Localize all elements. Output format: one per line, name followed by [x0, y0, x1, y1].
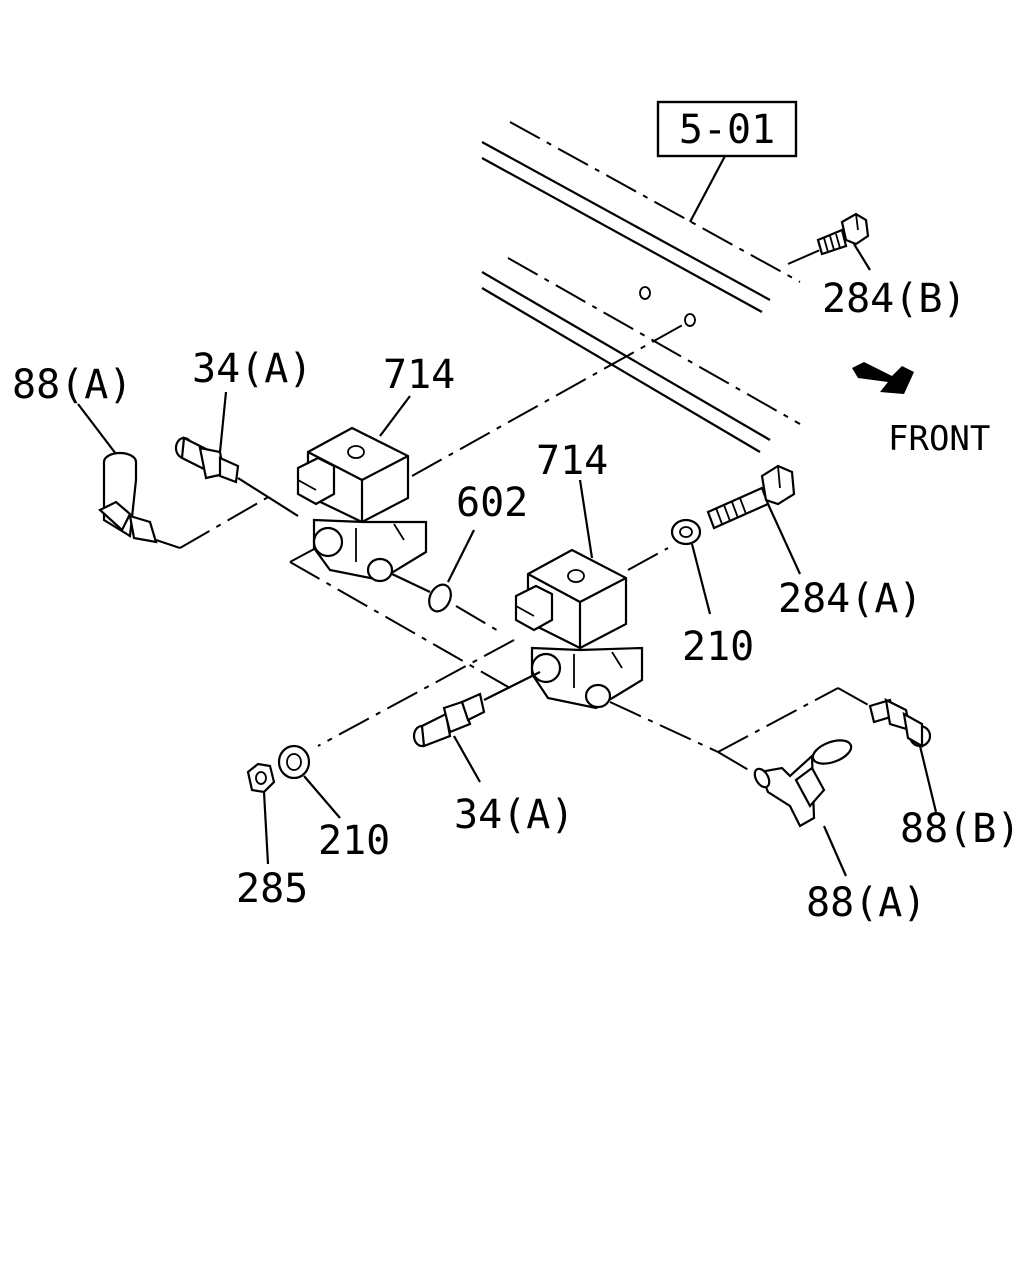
- front-arrow-icon: [852, 362, 914, 394]
- elbow-88a-left: [98, 451, 158, 544]
- fitting-34a-lower: [412, 692, 486, 748]
- connector-88b: [868, 698, 932, 748]
- washer-210-left: [277, 744, 311, 780]
- callout-fitting-left-34a: 34(A): [192, 346, 312, 392]
- reference-box: 5-01: [656, 100, 798, 223]
- frame-rail: [481, 121, 801, 453]
- fitting-34a-left: [174, 436, 240, 484]
- callout-connector-88b: 88(B): [900, 806, 1020, 852]
- callout-bolt-284b: 284(B): [822, 276, 967, 322]
- solenoid-valve-upper: [296, 426, 428, 583]
- callout-oring-602: 602: [456, 480, 528, 526]
- callout-washer-left-210: 210: [318, 818, 390, 864]
- callout-elbow-left-88a: 88(A): [12, 362, 132, 408]
- callout-bolt-284a: 284(A): [778, 576, 923, 622]
- nut-285: [246, 762, 276, 794]
- callout-valve-lower-714: 714: [536, 438, 608, 484]
- callout-nut-285: 285: [236, 866, 308, 912]
- callout-valve-upper-714: 714: [383, 352, 455, 398]
- front-label: FRONT: [888, 419, 990, 459]
- elbow-88a-right: [753, 739, 853, 828]
- bolt-284b: [816, 212, 870, 256]
- callout-fitting-lower-34a: 34(A): [454, 792, 574, 838]
- callout-washer-right-210: 210: [682, 624, 754, 670]
- solenoid-valve-lower: [514, 548, 644, 710]
- callout-elbow-right-88a: 88(A): [806, 880, 926, 926]
- bolt-284a: [706, 464, 796, 530]
- o-ring-602: [428, 583, 452, 613]
- reference-box-label: 5-01: [679, 107, 775, 153]
- washer-210-right: [670, 518, 702, 546]
